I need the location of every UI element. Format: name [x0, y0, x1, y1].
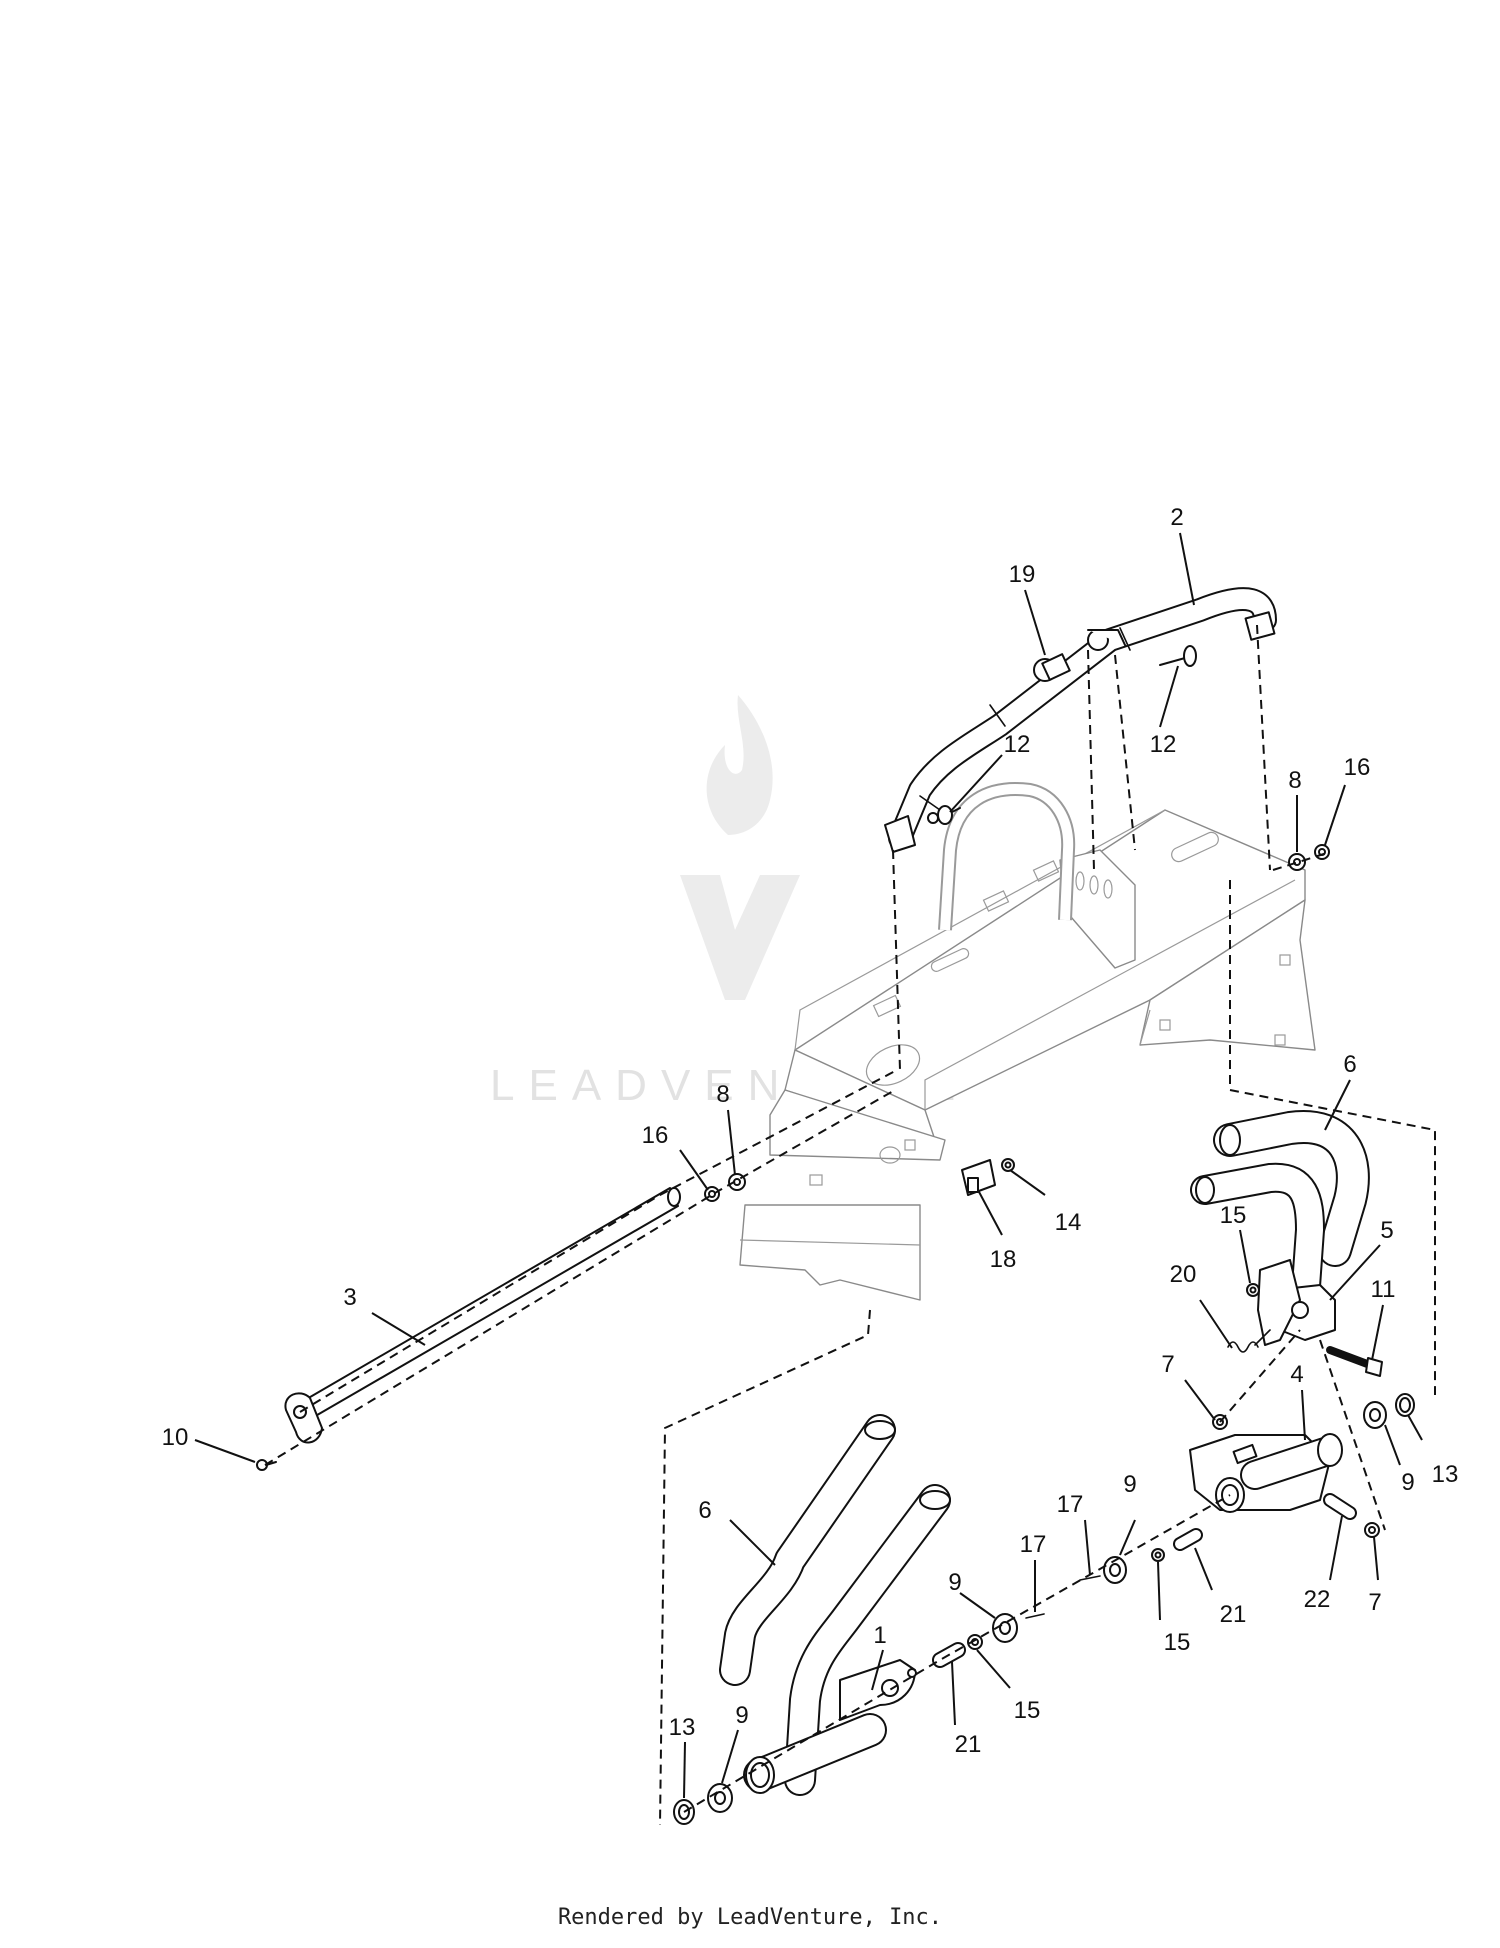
callout-label: 16: [1344, 754, 1371, 781]
part-4-pivot-housing: [1189, 1433, 1343, 1513]
part-9-washer-lower: [707, 1783, 733, 1813]
part-9-washer-lower-mid: [992, 1613, 1018, 1643]
callout-label: 8: [716, 1081, 729, 1108]
callout-label: 19: [1009, 561, 1036, 588]
callout-label: 12: [1004, 731, 1031, 758]
callout-label: 18: [990, 1246, 1017, 1273]
assembly-lines: [264, 624, 1436, 1826]
callout-label: 5: [1380, 1217, 1393, 1244]
callout-label: 15: [1164, 1629, 1191, 1656]
part-7-washer-lower: [1364, 1522, 1380, 1538]
callout-label: 13: [1432, 1461, 1459, 1488]
callouts: 2 19 12 12 8 16 6 16 8 14 18 5 15 20 11 …: [162, 504, 1459, 1758]
part-13-ring-right: [1395, 1393, 1415, 1417]
callout-label: 9: [948, 1569, 961, 1596]
part-5-mount-bracket: [1257, 1259, 1336, 1346]
callout-label: 3: [343, 1284, 356, 1311]
frame-panel-assembly: [739, 782, 1316, 1301]
part-2-upper-control-bar: [884, 587, 1277, 853]
lower-left-panel: [739, 1204, 921, 1301]
callout-label: 20: [1170, 1261, 1197, 1288]
part-9-washer-mid: [1103, 1556, 1127, 1584]
callout-label: 7: [1161, 1351, 1174, 1378]
callout-label: 21: [955, 1731, 982, 1758]
callout-label: 17: [1020, 1531, 1047, 1558]
part-21-bushing-mid: [1173, 1528, 1203, 1551]
part-17-pin-lower: [1025, 1613, 1045, 1619]
callout-label: 14: [1055, 1209, 1082, 1236]
footer-credit: Rendered by LeadVenture, Inc.: [557, 1905, 943, 1930]
part-17-pin-mid: [1079, 1575, 1101, 1581]
part-1-control-arm: [743, 1484, 951, 1796]
callout-label: 2: [1170, 504, 1183, 531]
leader-lines: [194, 532, 1423, 1799]
part-12-bolt-lower: [927, 805, 961, 825]
callout-label: 10: [162, 1424, 189, 1451]
part-11-bolt: [1326, 1346, 1383, 1377]
part-19-knob: [1033, 653, 1071, 682]
callout-label: 9: [735, 1702, 748, 1729]
part-12-bolt-upper: [1159, 645, 1197, 667]
part-15-nut-lower: [967, 1634, 983, 1650]
callout-label: 15: [1014, 1697, 1041, 1724]
part-3-shaft: [284, 1187, 681, 1444]
part-15-nut-mid: [1151, 1548, 1165, 1562]
part-14-nut: [1001, 1158, 1015, 1172]
callout-label: 12: [1150, 731, 1177, 758]
callout-label: 11: [1371, 1276, 1396, 1303]
callout-label: 17: [1057, 1491, 1084, 1518]
part-6-handle-left: [719, 1414, 896, 1686]
part-22-pin: [1323, 1493, 1357, 1520]
callout-label: 16: [642, 1122, 669, 1149]
part-6-handle-right: [1190, 1110, 1370, 1315]
part-20-spring: [1227, 1329, 1271, 1353]
callout-label: 6: [698, 1497, 711, 1524]
part-9-washer-right-upper: [1363, 1401, 1387, 1429]
part-18-clip: [961, 1159, 996, 1196]
watermark-flame-icon: [706, 695, 773, 835]
part-15-nut-upper: [1246, 1283, 1260, 1297]
callout-label: 1: [873, 1622, 886, 1649]
part-8-washer-upper: [1288, 853, 1306, 871]
watermark-v-icon: [680, 875, 800, 1000]
callout-label: 7: [1368, 1589, 1381, 1616]
callout-label: 15: [1220, 1202, 1247, 1229]
callout-label: 8: [1288, 767, 1301, 794]
callout-label: 22: [1304, 1586, 1331, 1613]
callout-label: 9: [1401, 1469, 1414, 1496]
callout-label: 21: [1220, 1601, 1247, 1628]
callout-label: 13: [669, 1714, 696, 1741]
callout-label: 9: [1123, 1471, 1136, 1498]
callout-label: 6: [1343, 1051, 1356, 1078]
callout-label: 4: [1290, 1361, 1303, 1388]
